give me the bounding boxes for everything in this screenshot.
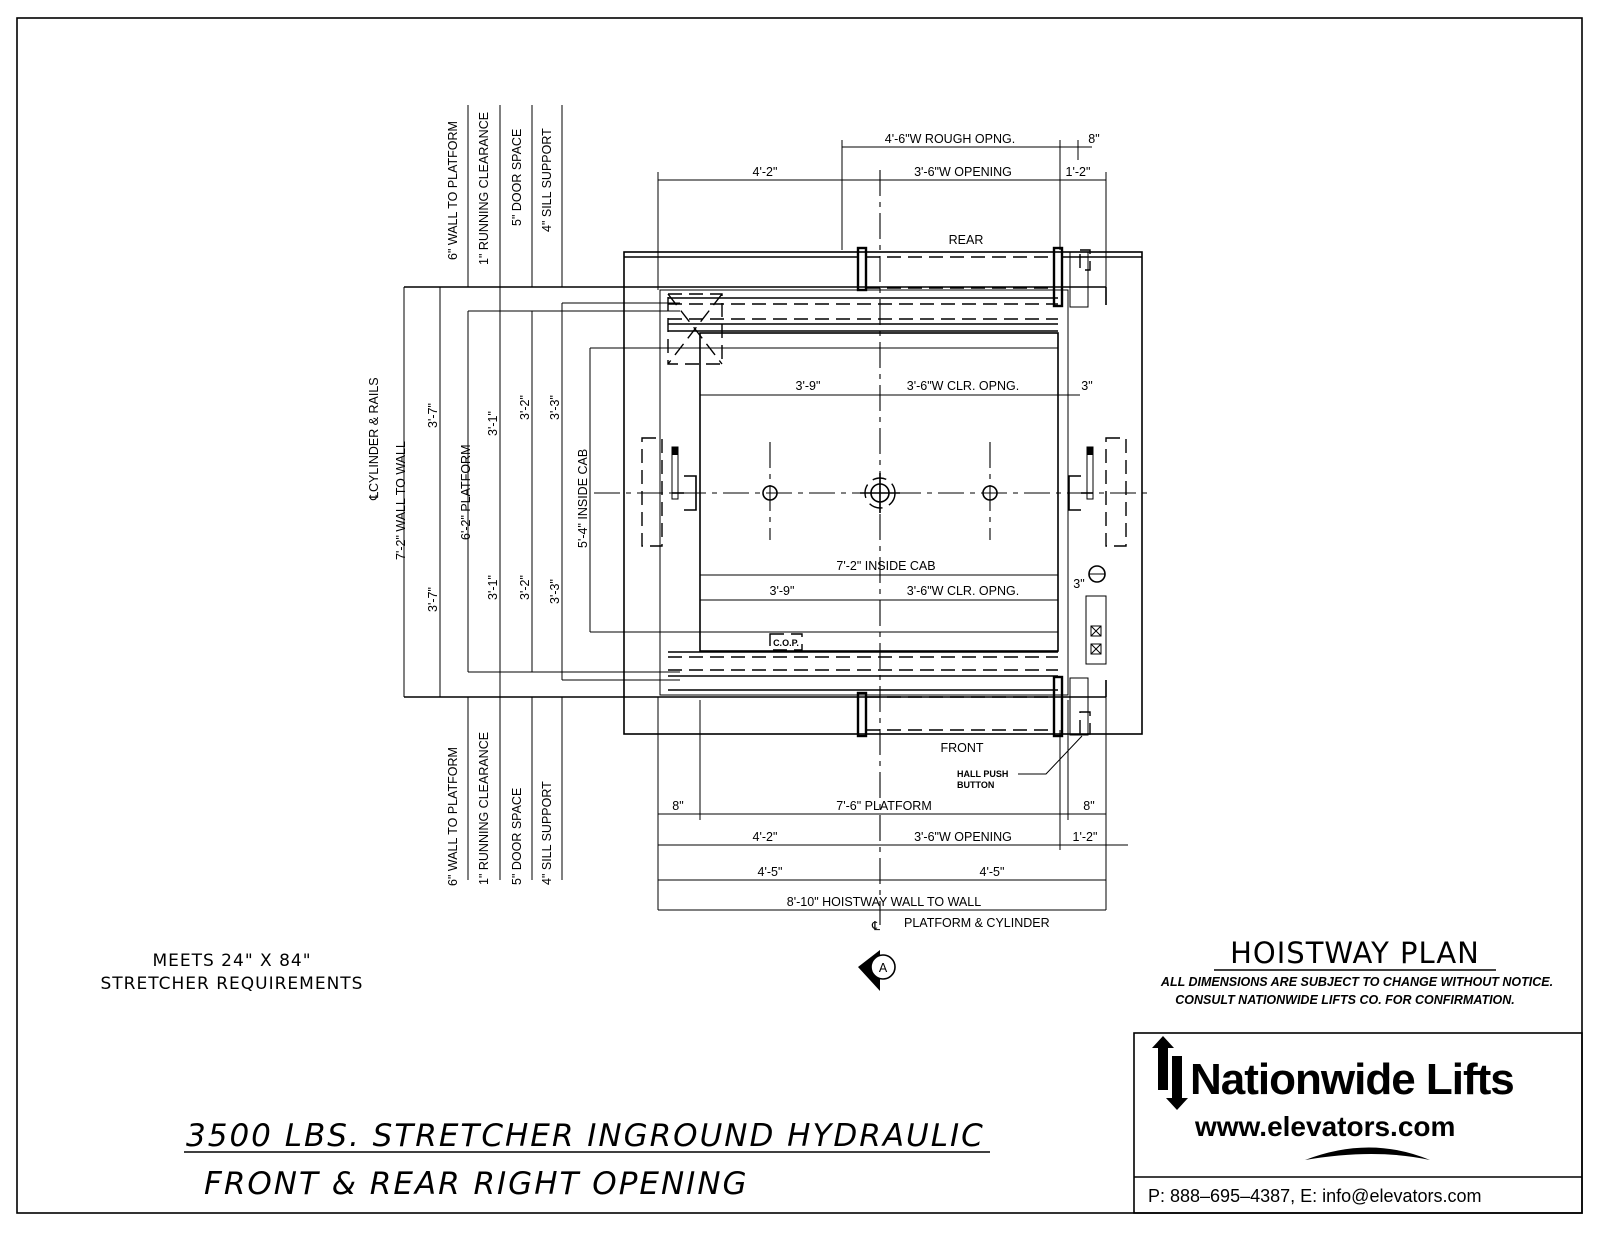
rear-hall-station <box>1069 251 1089 308</box>
nationwide-lifts-logo: Nationwide Lifts www.elevators.com <box>1152 1036 1515 1160</box>
clearance-top-wall-to-platform: 6" WALL TO PLATFORM <box>446 121 460 260</box>
rail-center-right <box>982 485 998 501</box>
dim-hoistway-width: 8'-10" HOISTWAY WALL TO WALL <box>787 895 981 909</box>
front-jamb-right <box>1052 675 1064 738</box>
sheet-border <box>16 17 1583 1214</box>
dim-front-clear-right: 3" <box>1073 577 1084 591</box>
cop-label: C.O.P. <box>773 638 799 648</box>
dim-upper-3-3: 3'-3" <box>548 395 562 420</box>
dim-bottom-opening: 3'-6"W OPENING <box>914 830 1012 844</box>
clearance-top-door-space: 5" DOOR SPACE <box>510 129 524 226</box>
dim-top-1-2: 1'-2" <box>1066 165 1091 179</box>
center-symbol: ℄ <box>871 919 881 933</box>
dim-half-right: 4'-5" <box>980 865 1005 879</box>
dim-upper-3-2: 3'-2" <box>518 395 532 420</box>
dim-platform-depth: 6'-2" PLATFORM <box>459 445 473 541</box>
dim-inside-cab-width: 7'-2" INSIDE CAB <box>836 559 935 573</box>
rear-jamb-right <box>1052 246 1064 308</box>
dim-upper-3-1: 3'-1" <box>486 411 500 436</box>
dim-top-4-2: 4'-2" <box>753 165 778 179</box>
dim-platform-width: 7'-6" PLATFORM <box>836 799 932 813</box>
dim-front-clear-opening: 3'-6"W CLR. OPNG. <box>907 584 1019 598</box>
rail-bracket-right <box>1105 437 1127 547</box>
dim-platform-right-8: 8" <box>1083 799 1094 813</box>
drawing-title-line2: FRONT & REAR RIGHT OPENING <box>204 1166 749 1202</box>
dim-lower-3-1: 3'-1" <box>486 575 500 600</box>
clearance-top-sill-support: 4" SILL SUPPORT <box>540 128 554 232</box>
dim-front-clear-left: 3'-9" <box>770 584 795 598</box>
dim-rear-clear-left: 3'-9" <box>796 379 821 393</box>
hall-push-button-label-1: HALL PUSH <box>957 769 1008 779</box>
stretcher-note-line1: MEETS 24" X 84" <box>152 951 311 971</box>
section-marker-label: A <box>879 961 888 975</box>
dim-top-opening: 3'-6"W OPENING <box>914 165 1012 179</box>
cop-box <box>769 633 803 651</box>
front-jamb-left <box>856 691 868 738</box>
title-block-box <box>1133 1032 1583 1214</box>
drawing-title-line1: 3500 LBS. STRETCHER INGROUND HYDRAULIC <box>186 1118 985 1154</box>
platform-cylinder-center-label: PLATFORM & CYLINDER <box>904 916 1050 930</box>
dim-upper-3-7: 3'-7" <box>426 403 440 428</box>
contact-info: P: 888–695–4387, E: info@elevators.com <box>1148 1186 1481 1206</box>
dim-top-8: 8" <box>1088 132 1099 146</box>
disclaimer-line1: ALL DIMENSIONS ARE SUBJECT TO CHANGE WIT… <box>1160 975 1553 989</box>
dim-lower-3-3: 3'-3" <box>548 579 562 604</box>
brand-name: Nationwide Lifts <box>1190 1055 1514 1104</box>
clearance-top-running: 1" RUNNING CLEARANCE <box>477 112 491 265</box>
front-label: FRONT <box>940 741 983 755</box>
cab-interior <box>699 332 1059 652</box>
stretcher-note-line2: STRETCHER REQUIREMENTS <box>101 974 364 994</box>
dim-wall-to-wall: 7'-2" WALL TO WALL <box>394 441 408 560</box>
front-hall-station <box>1069 677 1089 736</box>
dim-inside-cab-depth: 5'-4" INSIDE CAB <box>576 449 590 548</box>
dim-rear-clear-opening: 3'-6"W CLR. OPNG. <box>907 379 1019 393</box>
dim-rough-opening: 4'-6"W ROUGH OPNG. <box>885 132 1015 146</box>
hall-push-button-leader <box>1018 735 1083 775</box>
cylinder-rails-label: ℄CYLINDER & RAILS <box>367 377 381 501</box>
rail-center-left <box>762 485 778 501</box>
clearance-bottom-sill-support: 4" SILL SUPPORT <box>540 781 554 885</box>
rail-bracket-left <box>641 437 663 547</box>
clearance-bottom-running: 1" RUNNING CLEARANCE <box>477 732 491 885</box>
dim-lower-3-2: 3'-2" <box>518 575 532 600</box>
dim-platform-left-8: 8" <box>672 799 683 813</box>
rear-corner-box <box>667 293 723 365</box>
clearance-bottom-door-space: 5" DOOR SPACE <box>510 788 524 885</box>
dim-rear-clear-right: 3" <box>1081 379 1092 393</box>
dim-bottom-4-2: 4'-2" <box>753 830 778 844</box>
dim-lower-3-7: 3'-7" <box>426 587 440 612</box>
side-panel <box>1085 595 1107 665</box>
plan-title: HOISTWAY PLAN <box>1230 936 1480 970</box>
dim-half-left: 4'-5" <box>758 865 783 879</box>
dim-bottom-1-2: 1'-2" <box>1073 830 1098 844</box>
section-marker-circle <box>870 954 896 980</box>
rear-jamb-left <box>856 246 868 292</box>
disclaimer-line2: CONSULT NATIONWIDE LIFTS CO. FOR CONFIRM… <box>1175 993 1515 1007</box>
rear-label: REAR <box>949 233 984 247</box>
clearance-bottom-wall-to-platform: 6" WALL TO PLATFORM <box>446 747 460 886</box>
brand-website: www.elevators.com <box>1194 1111 1455 1142</box>
hall-push-button-label-2: BUTTON <box>957 780 994 790</box>
